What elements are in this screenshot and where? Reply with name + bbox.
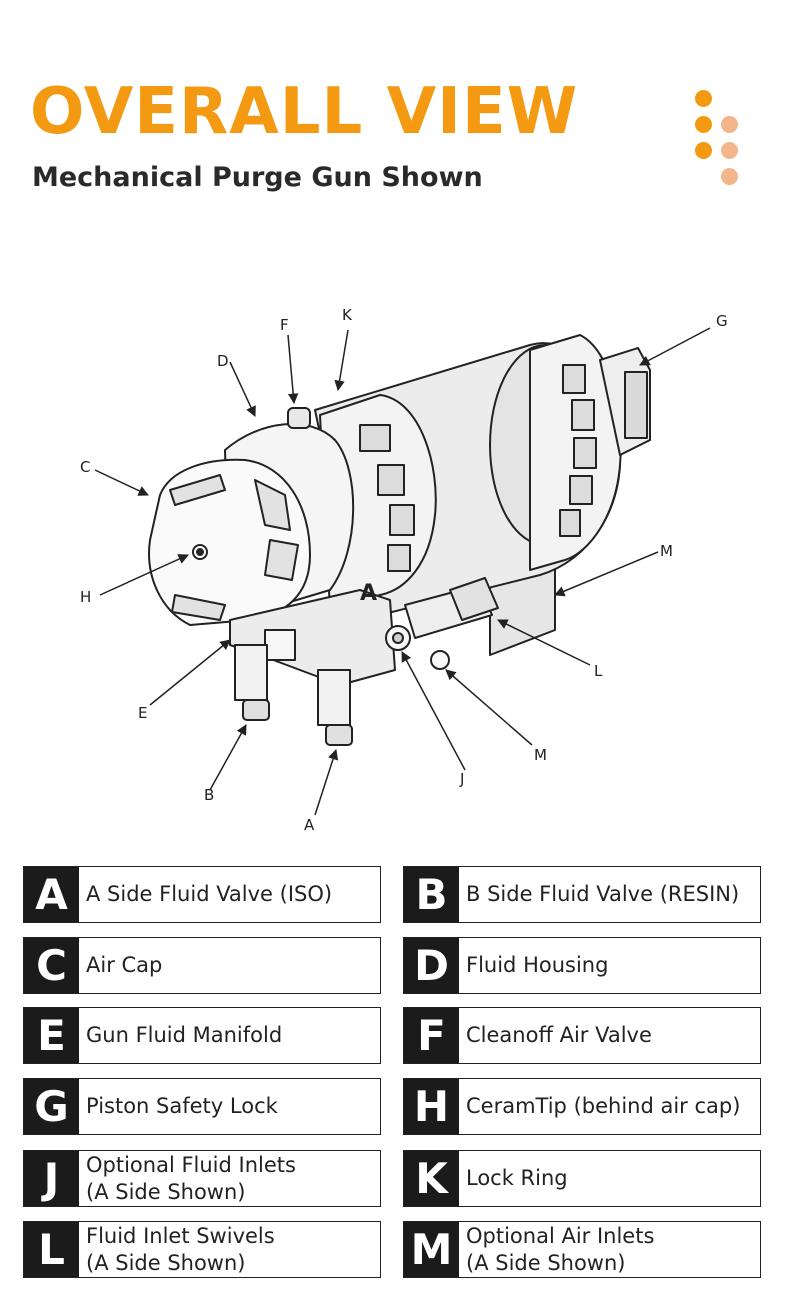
legend-row: L Fluid Inlet Swivels (A Side Shown) M O…	[23, 1221, 763, 1278]
legend-letter: H	[404, 1079, 459, 1134]
legend-row: C Air Cap D Fluid Housing	[23, 937, 763, 994]
dot-2	[695, 116, 712, 133]
legend-row: G Piston Safety Lock H CeramTip (behind …	[23, 1078, 763, 1135]
callout-m-top: M	[660, 542, 673, 560]
page-title: OVERALL VIEW	[30, 75, 579, 149]
callout-a: A	[304, 816, 315, 834]
gun-illustration: A	[148, 334, 651, 746]
legend-letter: M	[404, 1222, 459, 1277]
callout-g: G	[716, 312, 728, 330]
legend-letter: G	[24, 1079, 79, 1134]
dot-6	[721, 168, 738, 185]
legend-item-l: L Fluid Inlet Swivels (A Side Shown)	[23, 1221, 381, 1278]
legend-item-b: B B Side Fluid Valve (RESIN)	[403, 866, 761, 923]
legend-label: Gun Fluid Manifold	[86, 1023, 283, 1047]
legend-item-k: K Lock Ring	[403, 1150, 761, 1207]
callout-l: L	[594, 662, 603, 680]
legend-letter: F	[404, 1008, 459, 1063]
legend-letter: B	[404, 867, 459, 922]
legend-letter: K	[404, 1151, 459, 1206]
callout-b: B	[204, 786, 214, 804]
legend-item-d: D Fluid Housing	[403, 937, 761, 994]
callout-k: K	[342, 306, 353, 324]
legend-letter: C	[24, 938, 79, 993]
legend-item-c: C Air Cap	[23, 937, 381, 994]
leader-lines	[94, 327, 711, 816]
air-cap-grips	[169, 474, 299, 621]
rear-ring-grips	[559, 364, 597, 537]
legend-row: J Optional Fluid Inlets (A Side Shown) K…	[23, 1150, 763, 1207]
callout-e: E	[138, 704, 147, 722]
callout-m-bottom: M	[534, 746, 547, 764]
lock-ring-grips	[359, 424, 415, 572]
callout-c: C	[80, 458, 90, 476]
page-subtitle: Mechanical Purge Gun Shown	[32, 162, 483, 193]
legend-label: Optional Fluid Inlets (A Side Shown)	[86, 1152, 296, 1204]
legend-item-f: F Cleanoff Air Valve	[403, 1007, 761, 1064]
legend-letter: J	[24, 1151, 79, 1206]
legend-item-m: M Optional Air Inlets (A Side Shown)	[403, 1221, 761, 1278]
legend-label: Fluid Inlet Swivels (A Side Shown)	[86, 1223, 275, 1275]
dot-5	[721, 142, 738, 159]
legend-item-h: H CeramTip (behind air cap)	[403, 1078, 761, 1135]
legend-letter: L	[24, 1222, 79, 1277]
legend-row: E Gun Fluid Manifold F Cleanoff Air Valv…	[23, 1007, 763, 1064]
dot-3	[721, 116, 738, 133]
legend-label: CeramTip (behind air cap)	[466, 1094, 741, 1118]
callout-f: F	[280, 316, 289, 334]
legend-item-g: G Piston Safety Lock	[23, 1078, 381, 1135]
legend-letter: A	[24, 867, 79, 922]
legend-item-j: J Optional Fluid Inlets (A Side Shown)	[23, 1150, 381, 1207]
legend-label: Fluid Housing	[466, 953, 609, 977]
callout-labels: D F K G C H M E B A L M J	[80, 306, 728, 834]
legend-label: Air Cap	[86, 953, 163, 977]
dot-1	[695, 90, 712, 107]
legend-letter: E	[24, 1008, 79, 1063]
legend-label: Piston Safety Lock	[86, 1094, 278, 1118]
legend-label: Optional Air Inlets (A Side Shown)	[466, 1223, 655, 1275]
legend-letter: D	[404, 938, 459, 993]
legend-label: B Side Fluid Valve (RESIN)	[466, 882, 740, 906]
svg-text:A: A	[360, 581, 377, 606]
spray-gun-diagram: A D F K G C H M E B A L M J	[80, 306, 728, 834]
legend-item-a: A A Side Fluid Valve (ISO)	[23, 866, 381, 923]
decorative-dots	[690, 86, 750, 196]
legend-item-e: E Gun Fluid Manifold	[23, 1007, 381, 1064]
legend-label: Lock Ring	[466, 1166, 568, 1190]
callout-j: J	[459, 770, 464, 788]
legend-label: Cleanoff Air Valve	[466, 1023, 652, 1047]
legend-label: A Side Fluid Valve (ISO)	[86, 882, 333, 906]
callout-h: H	[80, 588, 91, 606]
callout-d: D	[217, 352, 229, 370]
dot-4	[695, 142, 712, 159]
legend-row: A A Side Fluid Valve (ISO) B B Side Flui…	[23, 866, 763, 923]
